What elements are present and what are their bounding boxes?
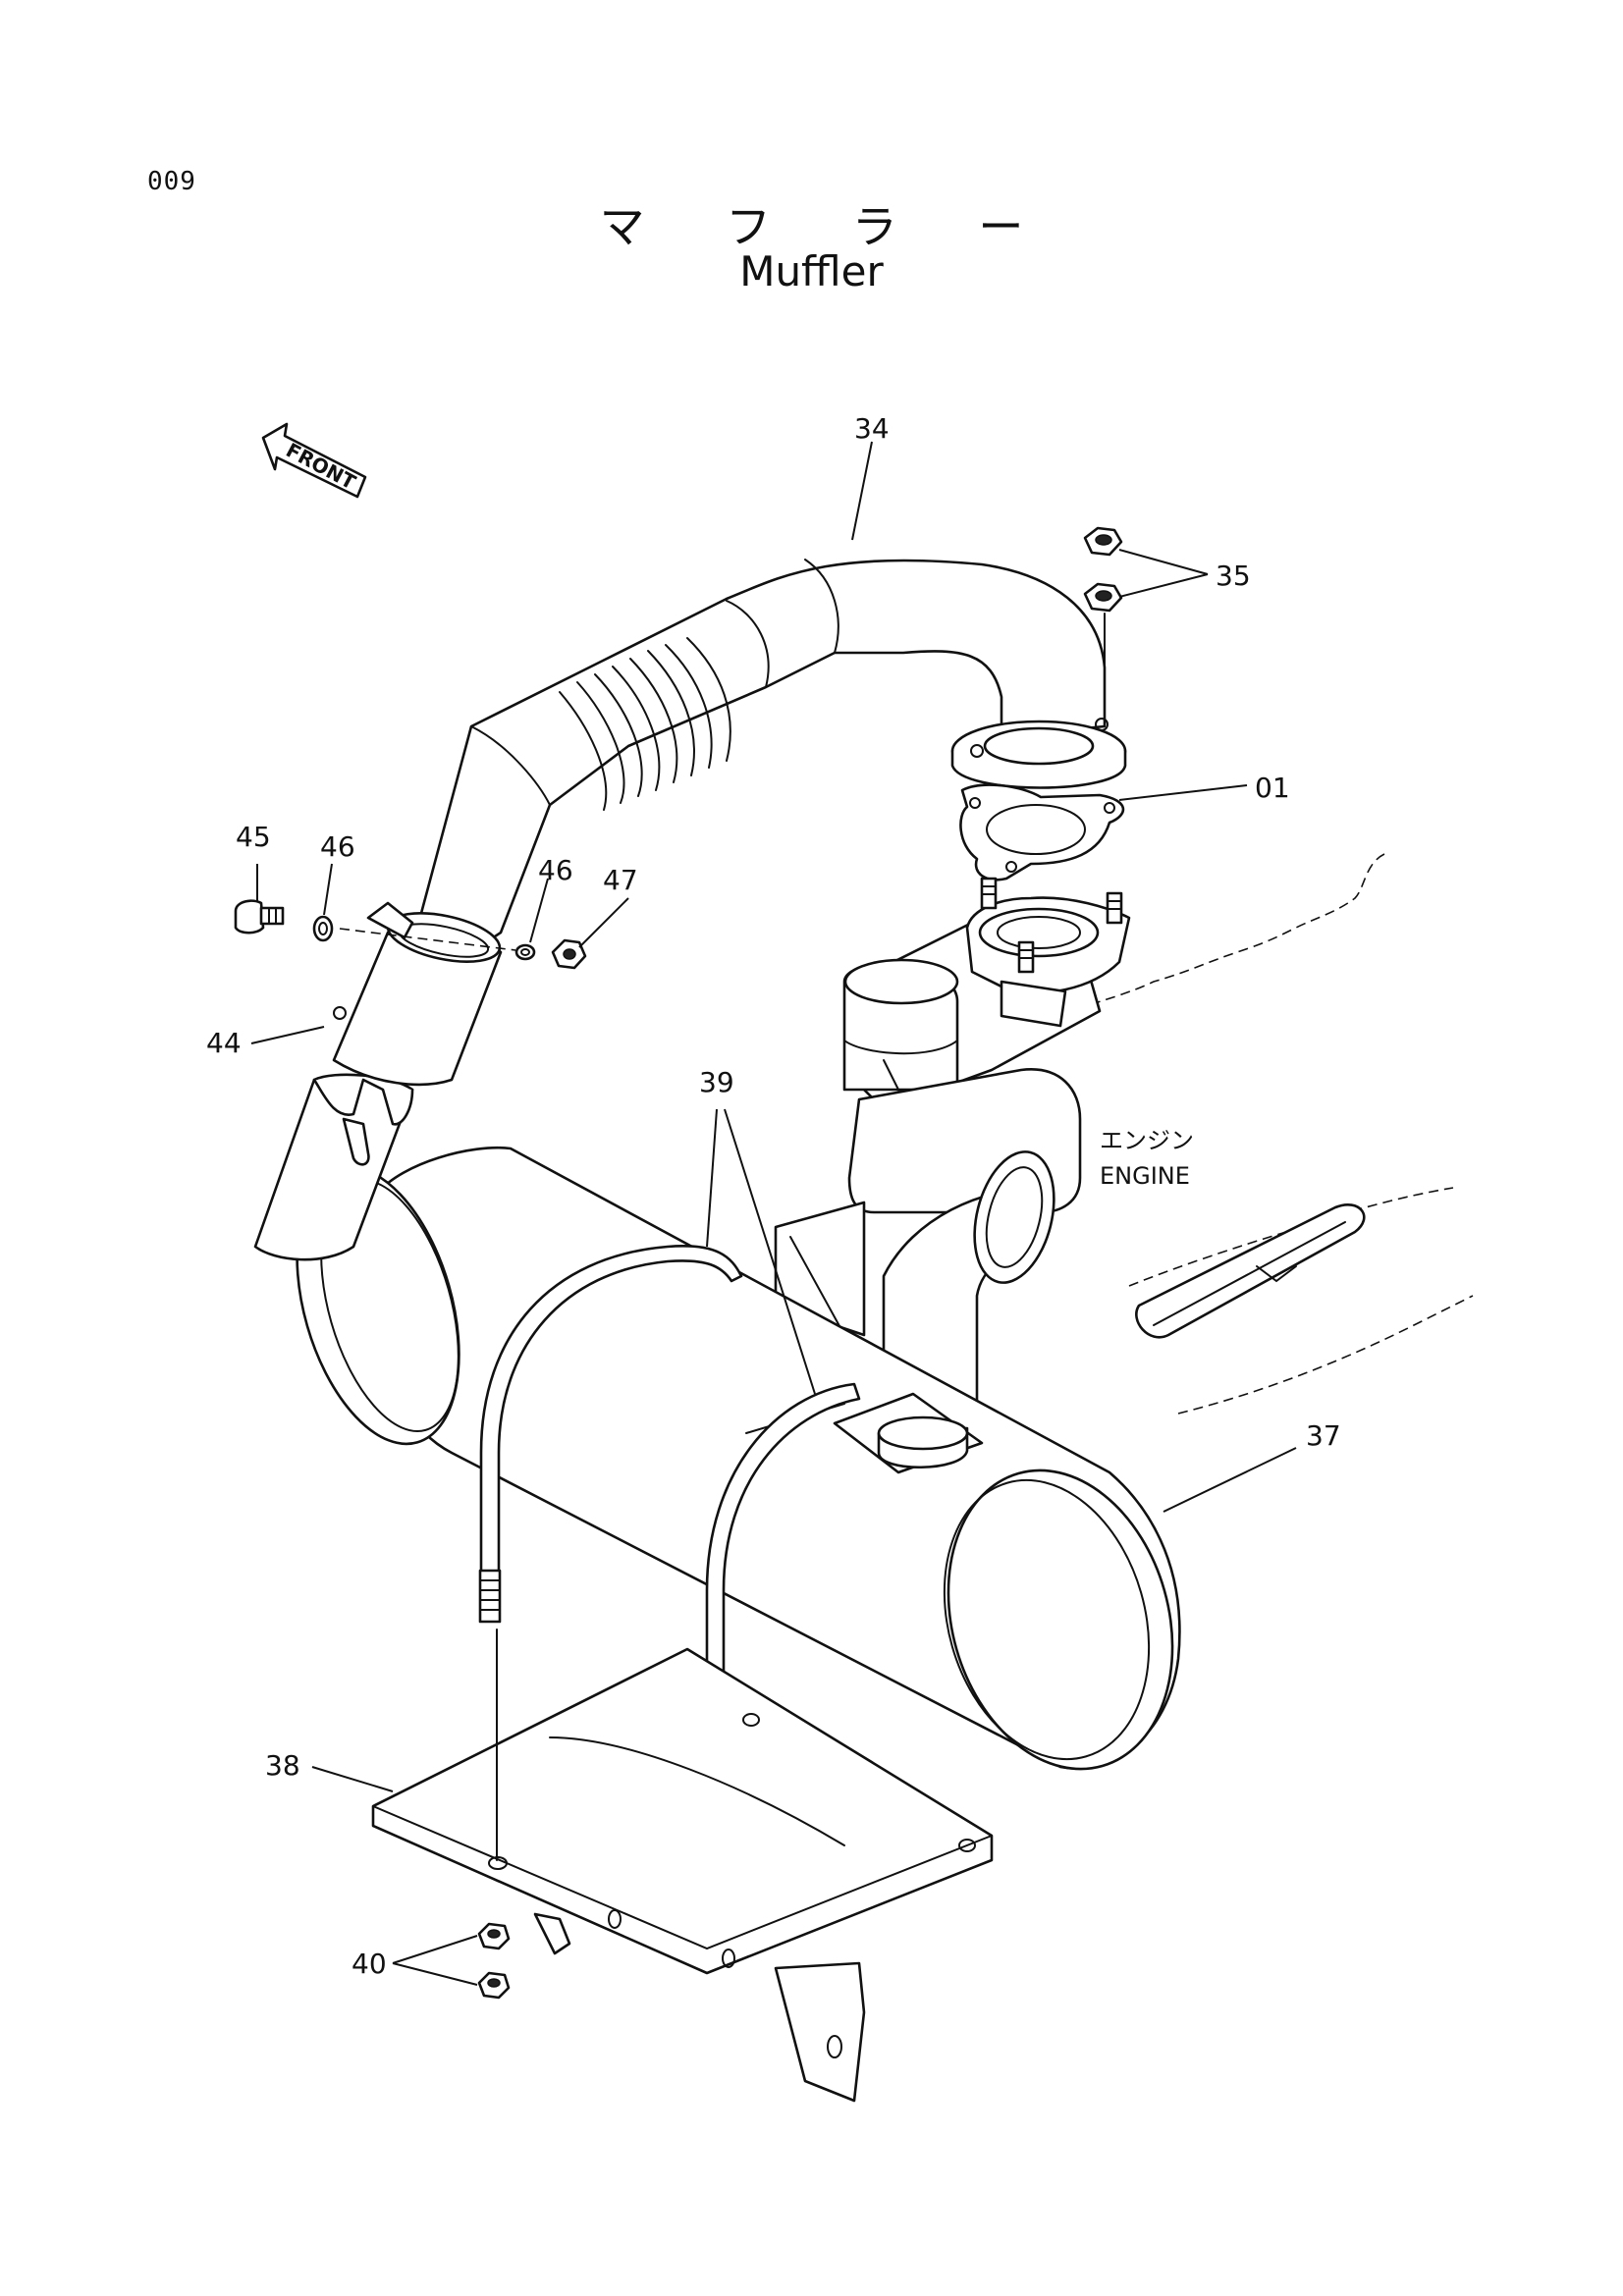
u-bolt-left [478, 1245, 743, 1624]
callout-labels: 34 35 01 45 46 46 47 44 39 37 38 40 エンジン… [206, 412, 1341, 1980]
callout-37: 37 [1306, 1419, 1341, 1452]
engine-label-ja: エンジン [1100, 1127, 1194, 1154]
muffler-body [296, 1146, 1181, 1771]
title-japanese: マ フ ラ ー [599, 200, 1057, 253]
callout-39: 39 [699, 1066, 734, 1098]
muffler-bracket [371, 1647, 994, 2103]
clamp-nut-icon [339, 928, 587, 970]
engine-outline [1069, 853, 1474, 1415]
washer-icon [312, 915, 536, 961]
callout-45: 45 [236, 821, 271, 853]
engine-exhaust-port [965, 877, 1131, 1028]
title-english: Muffler [739, 247, 884, 295]
tail-pipe [253, 1073, 414, 1261]
nut-icon [1083, 526, 1123, 722]
callout-35: 35 [1216, 560, 1251, 592]
callout-01: 01 [1255, 772, 1290, 804]
engine-block [774, 912, 1102, 1337]
page-number: 009 [147, 167, 196, 196]
lower-nut-icon [477, 1629, 511, 2000]
callout-34: 34 [854, 412, 890, 445]
callout-38: 38 [265, 1749, 300, 1782]
callout-47: 47 [603, 864, 638, 896]
callout-44: 44 [206, 1027, 242, 1059]
bolt-icon [234, 899, 285, 934]
engine-label-en: ENGINE [1100, 1162, 1190, 1190]
leader-lines [250, 441, 1297, 1986]
exhaust-pipe [396, 559, 1127, 1003]
pipe-clamp [332, 901, 503, 1087]
callout-46-left: 46 [320, 830, 355, 863]
front-arrow-icon: FRONT [261, 422, 367, 499]
stud-icon [980, 877, 1123, 974]
callout-40: 40 [352, 1948, 387, 1980]
callout-46-right: 46 [538, 854, 573, 886]
gasket [959, 783, 1125, 881]
